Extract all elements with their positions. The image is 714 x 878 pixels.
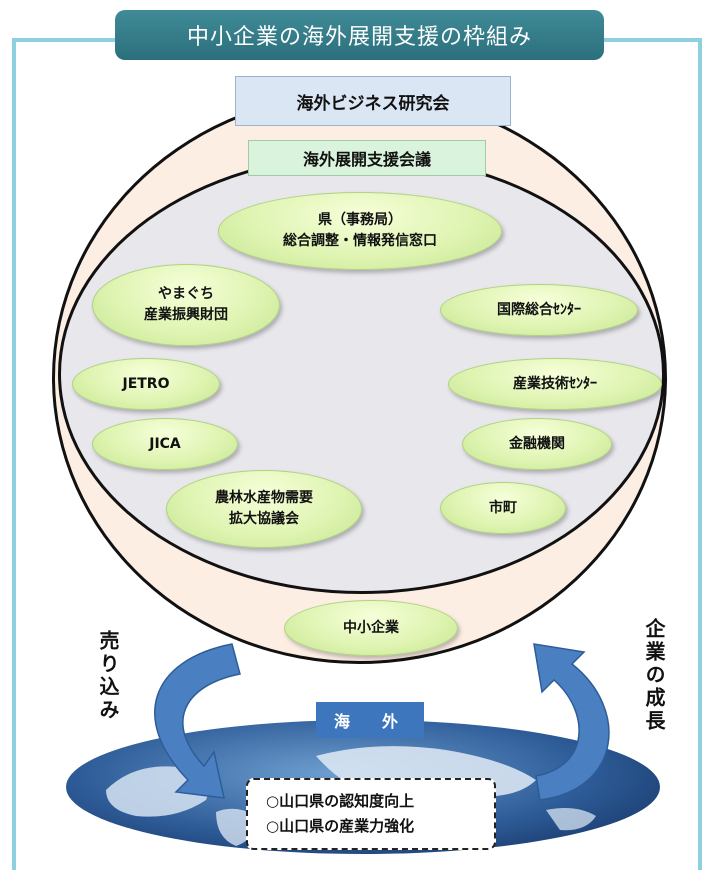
node-agri-line1: 農林水産物需要 bbox=[215, 490, 313, 506]
node-agri-council: 農林水産物需要拡大協議会 bbox=[166, 470, 362, 548]
overseas-label: 海 外 bbox=[316, 702, 424, 738]
result-item-recognition: ○山口県の認知度向上 bbox=[266, 791, 415, 810]
node-industrial-tech-label: 産業技術ｾﾝﾀｰ bbox=[513, 375, 597, 392]
node-city-label: 市町 bbox=[489, 499, 517, 516]
node-industrial-tech-center: 産業技術ｾﾝﾀｰ bbox=[448, 358, 662, 410]
node-jica: JICA bbox=[92, 418, 238, 470]
results-box: ○山口県の認知度向上 ○山口県の産業力強化 bbox=[246, 778, 496, 850]
research-group-label: 海外ビジネス研究会 bbox=[235, 76, 511, 126]
node-yamaguchi-foundation: やまぐち産業振興財団 bbox=[92, 264, 280, 346]
node-international-center: 国際総合ｾﾝﾀｰ bbox=[440, 284, 638, 336]
node-prefecture: 県（事務局） 総合調整・情報発信窓口 bbox=[218, 192, 502, 270]
node-city-town: 市町 bbox=[440, 482, 566, 534]
page-title: 中小企業の海外展開支援の枠組み bbox=[115, 10, 604, 60]
node-agri-line2: 拡大協議会 bbox=[229, 511, 299, 527]
node-sme-label: 中小企業 bbox=[343, 619, 399, 636]
result-item-industry: ○山口県の産業力強化 bbox=[266, 817, 415, 835]
node-international-center-label: 国際総合ｾﾝﾀｰ bbox=[497, 301, 581, 318]
sales-label: 売り込み bbox=[96, 630, 120, 722]
sales-arrow bbox=[154, 643, 241, 799]
node-financial-label: 金融機関 bbox=[509, 435, 565, 452]
support-council-label: 海外展開支援会議 bbox=[248, 140, 486, 176]
node-sme: 中小企業 bbox=[284, 600, 458, 656]
node-jetro-label: JETRO bbox=[122, 375, 170, 392]
node-jica-label: JICA bbox=[149, 435, 181, 452]
node-prefecture-line1: 県（事務局） bbox=[318, 212, 402, 228]
node-yamaguchi-line1: やまぐち bbox=[158, 286, 214, 302]
node-yamaguchi-line2: 産業振興財団 bbox=[144, 307, 228, 323]
growth-arrow bbox=[533, 643, 610, 801]
node-prefecture-line2: 総合調整・情報発信窓口 bbox=[283, 233, 437, 249]
node-jetro: JETRO bbox=[72, 358, 220, 410]
node-financial-institutions: 金融機関 bbox=[462, 418, 612, 470]
growth-label: 企業の成長 bbox=[642, 618, 666, 733]
